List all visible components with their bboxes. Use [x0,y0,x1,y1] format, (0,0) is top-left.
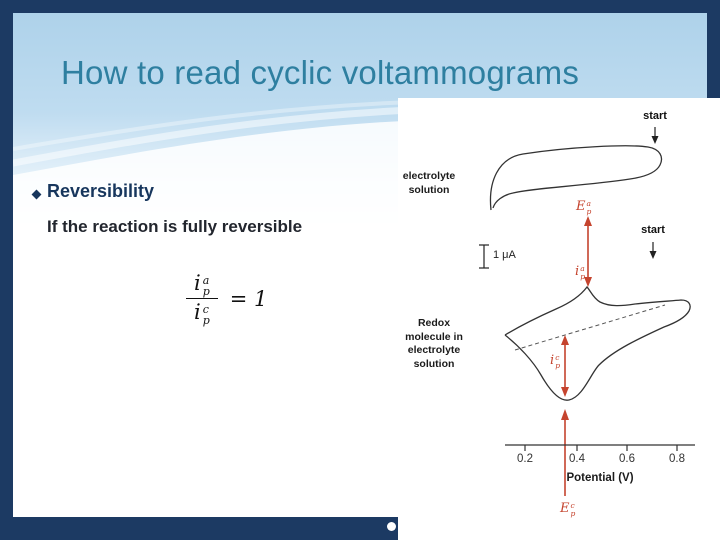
x-tick-label: 0.2 [517,453,533,465]
scale-label: 1 μA [493,249,516,261]
electrolyte-label: electrolyte solution [402,170,456,196]
body-text: If the reaction is fully reversible [47,217,303,236]
denominator-sub: p [202,314,210,327]
x-axis-label: Potential (V) [566,472,634,484]
numerator-base: i [194,271,201,295]
fraction-denominator: i c p [186,299,218,327]
epc-arrow [561,409,569,496]
cv-figure: start start electrolyte solution Redox m… [398,98,720,540]
redox-cv-curve [504,286,691,401]
ipc-arrow [561,335,569,397]
decorative-dot [387,522,396,531]
section-heading: Reversibility [47,181,155,201]
x-tick-label: 0.8 [669,453,685,465]
numerator-sup: a [202,274,210,287]
start-top-label: start [643,110,667,122]
x-axis [505,444,695,451]
fraction-numerator: i a p [186,270,218,299]
fraction: i a p i c p [186,270,218,327]
start-mid-label: start [641,224,665,236]
slide-title: How to read cyclic voltammograms [61,54,580,91]
denominator-base: i [194,300,201,324]
start-mid-arrow [649,242,657,259]
formula-rhs: = 1 [229,286,268,311]
x-tick-label: 0.6 [619,453,635,465]
start-top-arrow [651,127,659,144]
epa-arrow [584,216,592,287]
redox-label: Redox molecule in electrolyte solution [405,317,463,370]
cv-figure-geometry [479,127,695,496]
ratio-formula: i a p i c p = 1 [186,270,267,327]
x-tick-label: 0.4 [569,453,585,465]
baseline-dashed [514,304,666,351]
denominator-sup: c [202,303,209,316]
numerator-sub: p [202,285,210,298]
scale-bracket [479,244,489,269]
electrolyte-cv-curve [489,145,663,211]
